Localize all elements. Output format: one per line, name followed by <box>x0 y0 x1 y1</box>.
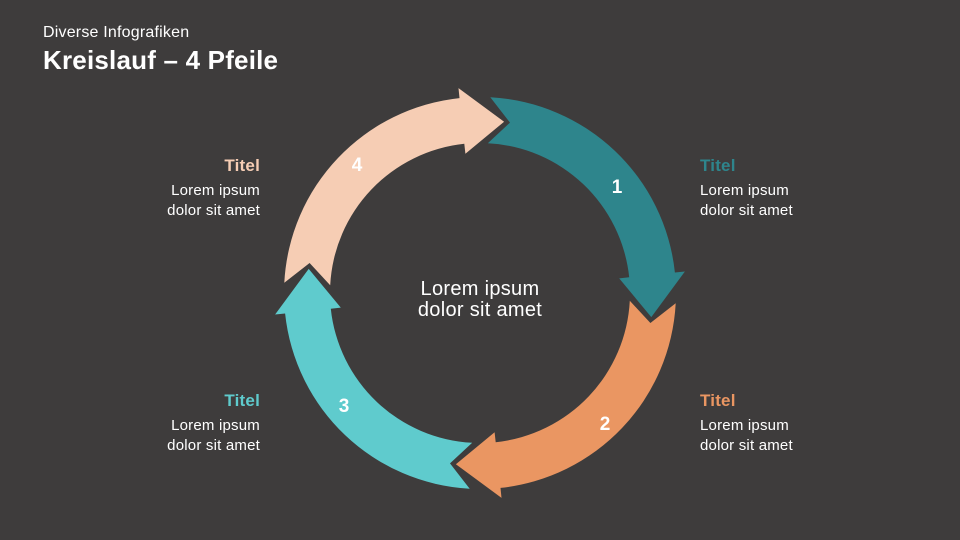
cycle-arrow-4 <box>284 88 505 286</box>
label-block-2: Titel Lorem ipsum dolor sit amet <box>700 391 870 456</box>
label-body-1: Lorem ipsum dolor sit amet <box>700 182 793 219</box>
label-block-1: Titel Lorem ipsum dolor sit amet <box>700 156 870 221</box>
segment-number-1: 1 <box>612 177 623 198</box>
slide-header: Diverse Infografiken Kreislauf – 4 Pfeil… <box>43 24 278 76</box>
cycle-arrow-1 <box>487 97 685 318</box>
label-body-4: Lorem ipsum dolor sit amet <box>167 182 260 219</box>
label-title-1: Titel <box>700 156 736 175</box>
cycle-arrow-2 <box>455 300 676 498</box>
label-title-4: Titel <box>224 156 260 175</box>
label-body-3: Lorem ipsum dolor sit amet <box>167 417 260 454</box>
segment-number-2: 2 <box>600 414 611 435</box>
segment-number-4: 4 <box>352 155 363 176</box>
cycle-arrow-3 <box>275 268 473 489</box>
label-block-4: Titel Lorem ipsum dolor sit amet <box>90 156 260 221</box>
label-body-2: Lorem ipsum dolor sit amet <box>700 417 793 454</box>
label-title-3: Titel <box>224 391 260 410</box>
slide-kicker: Diverse Infografiken <box>43 24 190 41</box>
segment-number-3: 3 <box>339 396 350 417</box>
slide-title: Kreislauf – 4 Pfeile <box>43 45 279 75</box>
label-block-3: Titel Lorem ipsum dolor sit amet <box>90 391 260 456</box>
label-title-2: Titel <box>700 391 736 410</box>
cycle-center-text: Lorem ipsum dolor sit amet <box>417 278 543 321</box>
